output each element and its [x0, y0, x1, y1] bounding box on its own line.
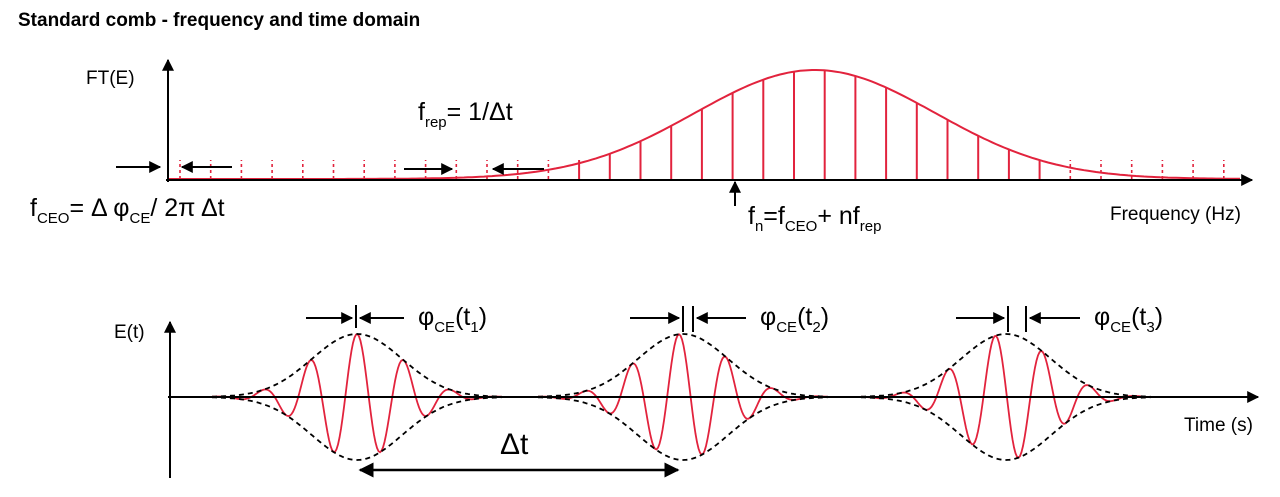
freq-y-axis-label: FT(E) [86, 68, 135, 89]
pulse-1 [211, 333, 502, 461]
comb-lines [179, 70, 1225, 179]
pulse-train [211, 333, 1151, 461]
pulse-2 [538, 333, 828, 461]
phase-marker-2: φCE(t2) [630, 303, 829, 336]
envelope-upper [212, 333, 502, 398]
time-x-axis-label: Time (s) [1184, 415, 1253, 436]
carrier-wave [861, 334, 1151, 459]
frep-label: frep= 1/Δt [418, 98, 513, 131]
phase-label-2: φCE(t2) [760, 303, 829, 336]
fceo-label: fCEO= Δ φCE/ 2π Δt [30, 194, 225, 227]
envelope-lower [212, 396, 502, 461]
phase-marker-1: φCE(t1) [306, 303, 487, 336]
pulse-3 [861, 333, 1151, 461]
time-domain-panel: E(t) Time (s) Δt φCE(t1) φCE(t2) φCE(t3) [114, 303, 1260, 478]
carrier-wave [538, 333, 828, 456]
freq-x-axis-label: Frequency (Hz) [1110, 204, 1241, 225]
frequency-domain-panel: FT(E) Frequency (Hz) frep= 1/Δt fCEO= Δ … [30, 58, 1254, 235]
envelope-lower [861, 396, 1151, 461]
phase-label-1: φCE(t1) [418, 303, 487, 336]
delta-t-label: Δt [500, 428, 529, 461]
diagram-title: Standard comb - frequency and time domai… [18, 10, 420, 31]
time-y-axis-label: E(t) [114, 322, 145, 343]
comb-envelope [168, 69, 1240, 180]
fn-label: fn=fCEO+ nfrep [748, 202, 881, 235]
envelope-upper [861, 333, 1151, 398]
phase-marker-3: φCE(t3) [956, 303, 1163, 336]
envelope-upper [538, 333, 828, 398]
envelope-lower [538, 396, 828, 461]
phase-label-3: φCE(t3) [1094, 303, 1163, 336]
carrier-wave [211, 333, 502, 454]
